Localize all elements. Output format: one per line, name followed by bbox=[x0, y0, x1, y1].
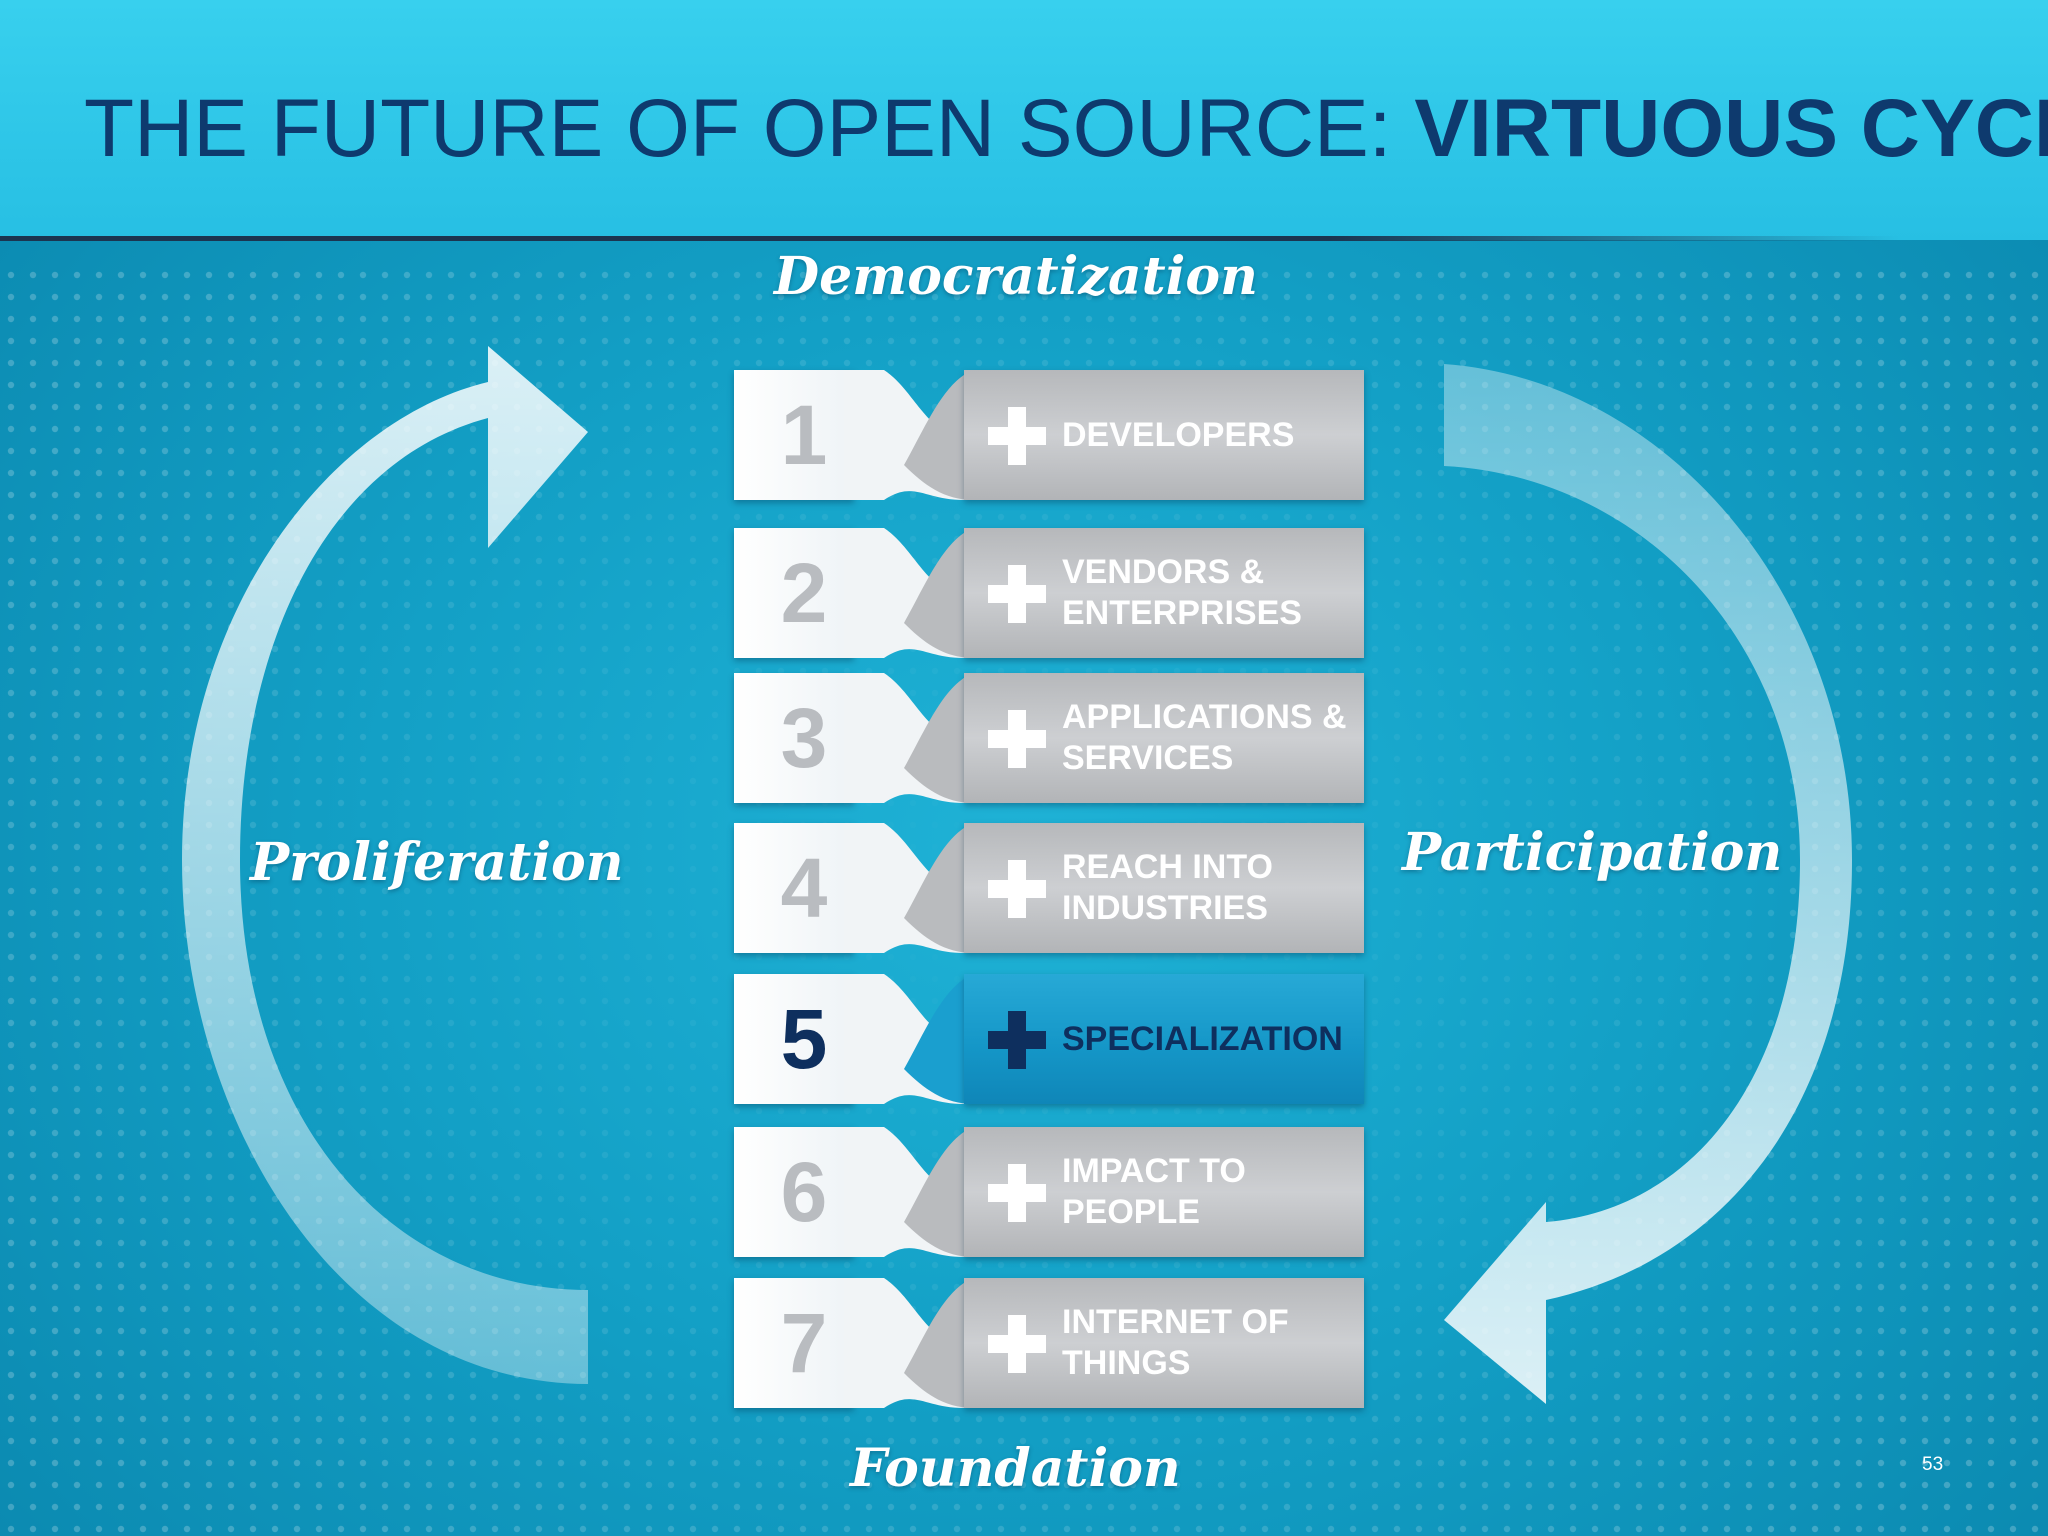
step-item: 6 IMPACT TO PEOPLE bbox=[734, 1127, 1364, 1257]
title-band bbox=[0, 0, 2048, 240]
ribbon-twist bbox=[844, 974, 974, 1104]
step-item: 1 DEVELOPERS bbox=[734, 370, 1364, 500]
step-number: 6 bbox=[780, 1145, 828, 1239]
cycle-label-top: Democratization bbox=[774, 246, 1258, 307]
page-number: 53 bbox=[1922, 1454, 1944, 1475]
step-item: 5 SPECIALIZATION bbox=[734, 974, 1364, 1104]
step-number: 3 bbox=[780, 691, 828, 785]
step-label: INTERNET OF THINGS bbox=[1062, 1303, 1289, 1382]
ribbon-twist bbox=[844, 823, 974, 953]
step-number-box bbox=[734, 823, 854, 953]
step-item: 4 REACH INTO INDUSTRIES bbox=[734, 823, 1364, 953]
plus-icon bbox=[988, 860, 1046, 918]
title-regular: THE FUTURE OF OPEN SOURCE: bbox=[84, 83, 1415, 174]
step-label: IMPACT TO PEOPLE bbox=[1062, 1152, 1246, 1231]
plus-icon bbox=[988, 565, 1046, 623]
ribbon-twist bbox=[844, 673, 974, 803]
plus-icon bbox=[988, 1164, 1046, 1222]
cycle-label-left: Proliferation bbox=[250, 832, 624, 893]
step-number: 5 bbox=[780, 992, 828, 1086]
step-label: SPECIALIZATION bbox=[1062, 1019, 1343, 1058]
step-number: 2 bbox=[780, 546, 828, 640]
ribbon-twist bbox=[844, 528, 974, 658]
title-divider bbox=[0, 236, 1900, 241]
step-number-box bbox=[734, 673, 854, 803]
step-number: 1 bbox=[780, 388, 828, 482]
step-label: REACH INTO INDUSTRIES bbox=[1062, 848, 1273, 927]
plus-icon bbox=[988, 407, 1046, 465]
title-bold: VIRTUOUS CYCLE bbox=[1414, 83, 2048, 174]
step-number-box bbox=[734, 974, 854, 1104]
ribbon-twist bbox=[844, 1127, 974, 1257]
step-number: 7 bbox=[780, 1296, 828, 1390]
step-number-box bbox=[734, 528, 854, 658]
slide-title: THE FUTURE OF OPEN SOURCE: VIRTUOUS CYCL… bbox=[84, 82, 2048, 176]
step-number: 4 bbox=[780, 841, 828, 935]
ribbon-twist bbox=[844, 370, 974, 500]
step-label: VENDORS & ENTERPRISES bbox=[1062, 553, 1302, 632]
cycle-arrow-right-icon bbox=[1444, 364, 1852, 1404]
cycle-label-bottom: Foundation bbox=[850, 1438, 1181, 1499]
cycle-label-right: Participation bbox=[1402, 822, 1783, 883]
cycle-arrow-left-icon bbox=[182, 346, 588, 1384]
step-number-box bbox=[734, 1278, 854, 1408]
plus-icon bbox=[988, 1011, 1046, 1069]
step-item: 7 INTERNET OF THINGS bbox=[734, 1278, 1364, 1408]
step-label: DEVELOPERS bbox=[1062, 415, 1295, 454]
ribbon-twist bbox=[844, 1278, 974, 1408]
step-label: APPLICATIONS & SERVICES bbox=[1062, 698, 1347, 777]
step-item: 3 APPLICATIONS & SERVICES bbox=[734, 673, 1364, 803]
step-item: 2 VENDORS & ENTERPRISES bbox=[734, 528, 1364, 658]
plus-icon bbox=[988, 1315, 1046, 1373]
plus-icon bbox=[988, 710, 1046, 768]
step-number-box bbox=[734, 370, 854, 500]
step-number-box bbox=[734, 1127, 854, 1257]
